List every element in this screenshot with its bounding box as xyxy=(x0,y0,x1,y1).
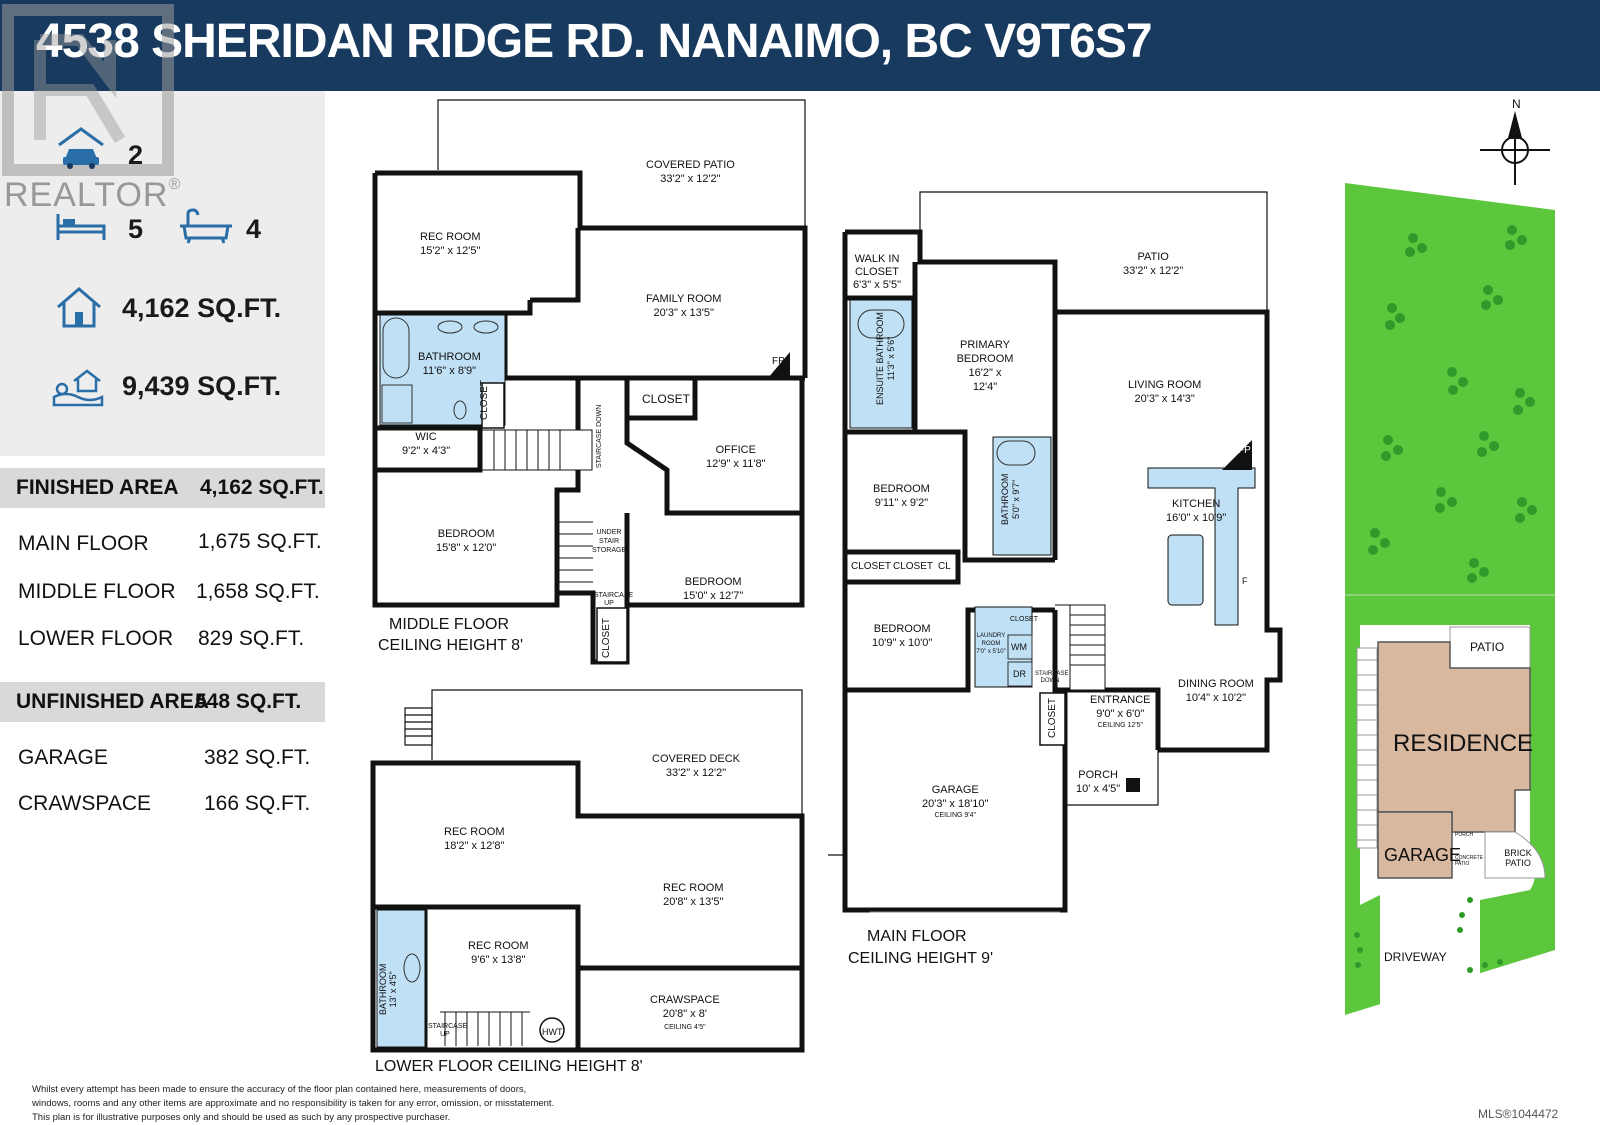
main-floor-area: 1,675 SQ.FT. xyxy=(198,530,322,553)
header-bar: 4538 SHERIDAN RIDGE RD. NANAIMO, BC V9T6… xyxy=(0,0,1600,91)
crawspace-label: CRAWSPACE xyxy=(18,792,152,815)
dryer-label: DR xyxy=(1013,669,1026,679)
closet-main-cl: CL xyxy=(938,561,951,572)
house-area: 4,162 SQ.FT. xyxy=(122,293,282,323)
unfinished-area-value: 548 SQ.FT. xyxy=(195,690,302,713)
site-driveway-label: DRIVEWAY xyxy=(1384,950,1447,964)
site-patio-label: PATIO xyxy=(1470,640,1505,654)
middle-floor-caption-1: MIDDLE FLOOR xyxy=(389,616,510,633)
bed-icon xyxy=(56,214,106,240)
finished-area-band xyxy=(0,468,325,508)
disclaimer: Whilst every attempt has been made to en… xyxy=(32,1084,555,1123)
bathroom-count: 4 xyxy=(246,214,262,244)
middle-floor-caption-2: CEILING HEIGHT 8' xyxy=(378,637,524,654)
main-floor-caption-2: CEILING HEIGHT 9' xyxy=(848,950,994,967)
garage-count: 2 xyxy=(128,140,144,170)
site-garage-label: GARAGE xyxy=(1384,845,1462,865)
mls-number: MLS®1044472 xyxy=(1478,1107,1559,1121)
site-concrete-patio-label: CONCRETE PATIO xyxy=(1455,855,1484,867)
garage-area-value: 382 SQ.FT. xyxy=(204,746,311,769)
staircase-down-main: STAIRCASE DOWN xyxy=(1035,671,1069,684)
under-stair-label: UNDER STAIR STORAGE xyxy=(592,529,627,554)
middle-floor-area: 1,658 SQ.FT. xyxy=(196,580,320,603)
unfinished-area-label: UNFINISHED AREA xyxy=(16,690,209,713)
north-arrow-icon xyxy=(1480,111,1550,185)
crawspace-value: 166 SQ.FT. xyxy=(204,792,311,815)
bathtub-icon xyxy=(180,208,232,244)
lot-icon xyxy=(52,369,104,407)
page-title: 4538 SHERIDAN RIDGE RD. NANAIMO, BC V9T6… xyxy=(36,15,1153,68)
closet-main-1: CLOSET xyxy=(851,561,892,572)
fireplace-main-label: FP xyxy=(1238,445,1251,456)
unfinished-area-band xyxy=(0,682,325,722)
staircase-up-label: STAIRCASE UP xyxy=(594,592,634,607)
lower-floor-label: LOWER FLOOR xyxy=(18,627,174,650)
fireplace-label: FP xyxy=(772,356,785,367)
lower-floor-caption: LOWER FLOOR CEILING HEIGHT 8' xyxy=(375,1058,643,1075)
lot-area: 9,439 SQ.FT. xyxy=(122,371,282,401)
bedroom-count: 5 xyxy=(128,214,144,244)
house-icon xyxy=(57,287,101,328)
realtor-watermark: REALTOR® xyxy=(4,176,182,214)
washing-machine-label: WM xyxy=(1011,642,1027,652)
room-closet-middle: CLOSET xyxy=(642,392,691,406)
north-label: N xyxy=(1512,97,1521,111)
finished-area-label: FINISHED AREA xyxy=(16,476,179,499)
fridge-label: F xyxy=(1242,576,1248,586)
main-floor-label: MAIN FLOOR xyxy=(18,532,149,555)
closet-laundry: CLOSET xyxy=(1010,616,1039,623)
staircase-up-lower-label: STAIRCASE UP xyxy=(428,1023,468,1038)
site-porch-label: PORCH xyxy=(1455,832,1474,838)
lower-floor-area: 829 SQ.FT. xyxy=(198,627,305,650)
realtor-logo xyxy=(2,4,174,176)
site-brick-patio-label: BRICK PATIO xyxy=(1504,848,1532,868)
main-floor-caption-1: MAIN FLOOR xyxy=(867,928,967,945)
middle-floor-label: MIDDLE FLOOR xyxy=(18,580,176,603)
finished-area-value: 4,162 SQ.FT. xyxy=(200,476,324,499)
garage-area-label: GARAGE xyxy=(18,746,108,769)
site-residence-label: RESIDENCE xyxy=(1393,730,1534,757)
closet-main-2: CLOSET xyxy=(893,561,934,572)
hwt-label: HWT xyxy=(542,1027,563,1037)
garage-icon xyxy=(58,127,104,169)
